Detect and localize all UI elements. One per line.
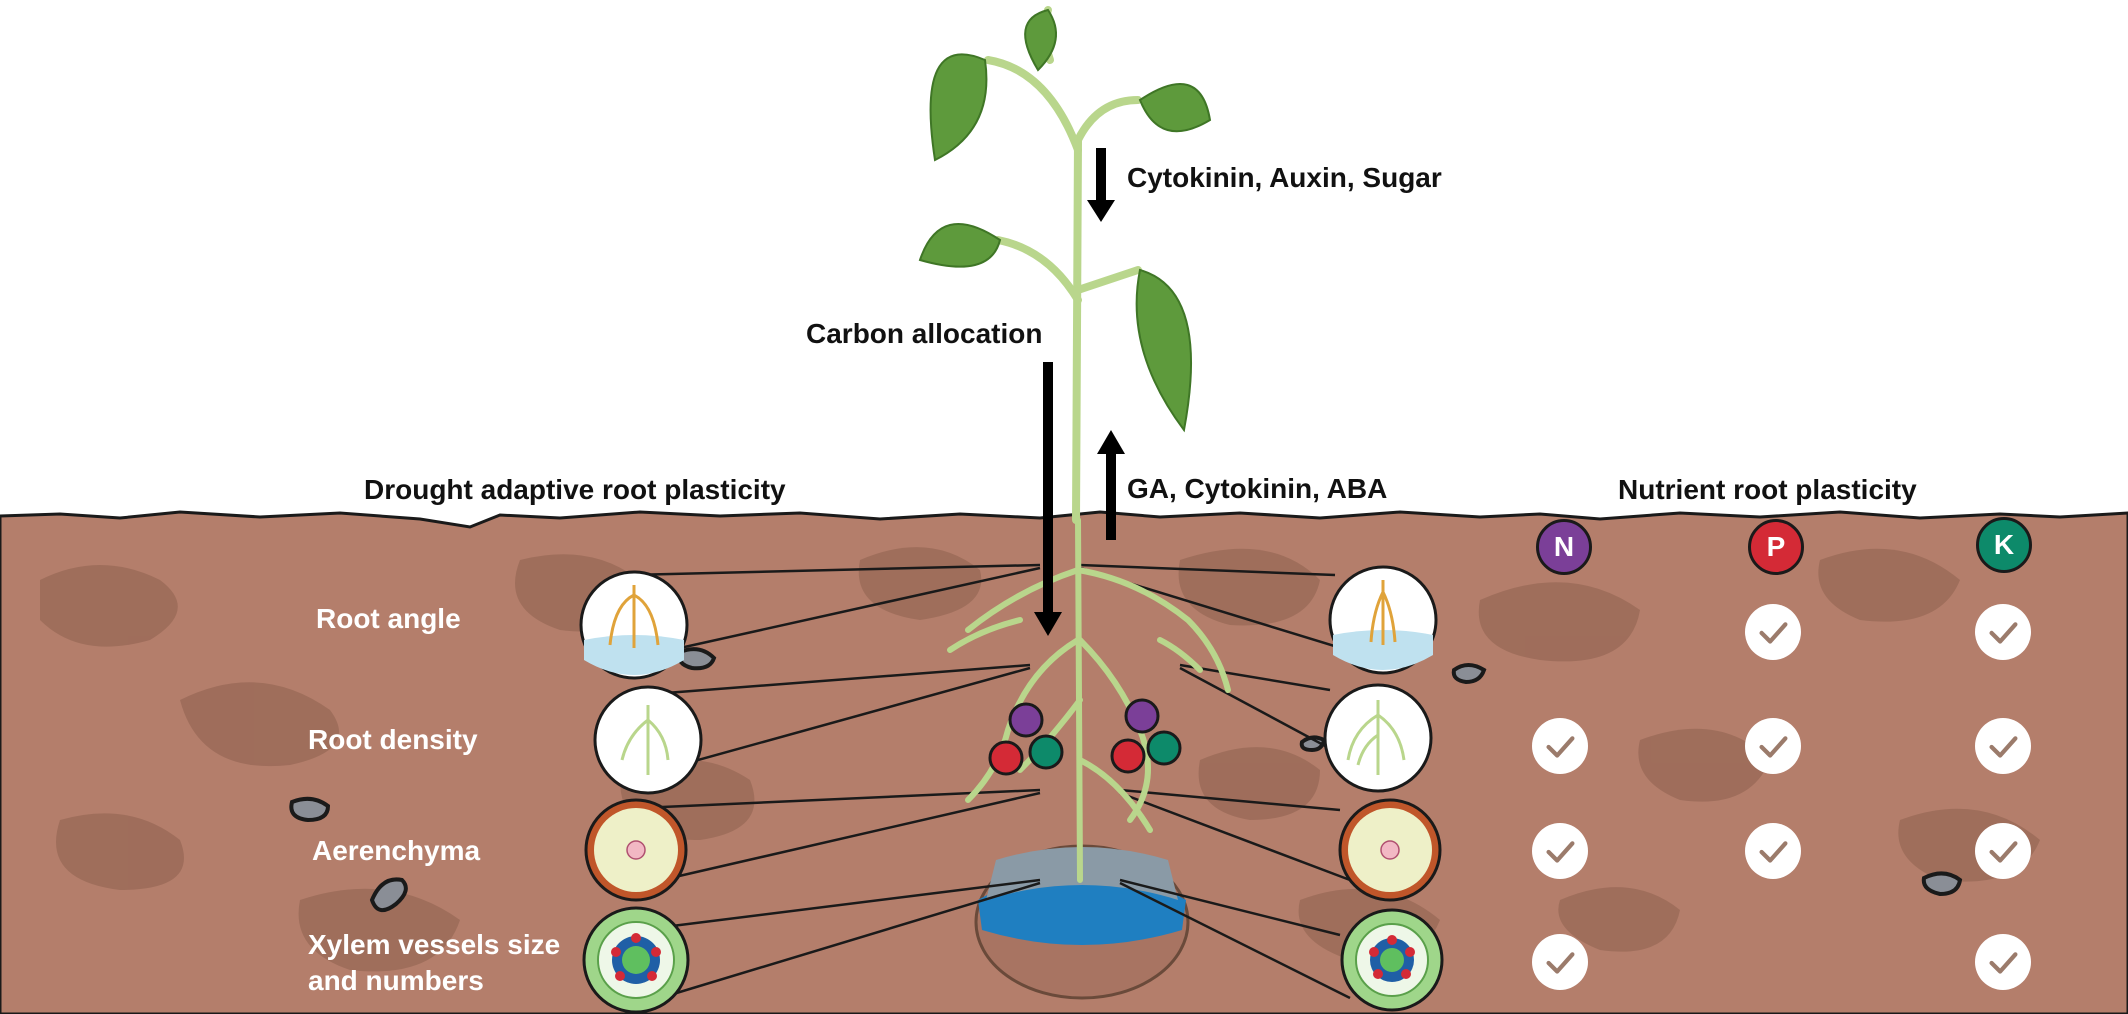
label-xylem-line2: and numbers bbox=[308, 965, 484, 996]
check-n-row-2-icon bbox=[1532, 718, 1588, 774]
label-xylem-line1: Xylem vessels size bbox=[308, 929, 561, 960]
nutrient-symbol-k: K bbox=[1993, 529, 2015, 560]
label-hormones-down: Cytokinin, Auxin, Sugar bbox=[1127, 162, 1442, 193]
inset-xylem-left bbox=[582, 906, 690, 1014]
check-n-row-4-icon bbox=[1532, 934, 1588, 990]
inset-root-angle-right bbox=[1328, 565, 1438, 675]
nutrient-symbol-n: N bbox=[1553, 531, 1575, 562]
inset-aerenchyma-right bbox=[1338, 798, 1442, 902]
check-p-row-3-icon bbox=[1745, 823, 1801, 879]
nutrient-balls bbox=[988, 698, 1182, 776]
pebbles bbox=[289, 647, 1963, 912]
label-root-angle: Root angle bbox=[316, 603, 461, 634]
label-drought-title: Drought adaptive root plasticity bbox=[364, 474, 786, 505]
label-hormones-up: GA, Cytokinin, ABA bbox=[1127, 473, 1388, 504]
check-k-row-1-icon bbox=[1975, 604, 2031, 660]
nutrient-badge-k: K bbox=[1976, 517, 2032, 573]
arrow-carbon-down bbox=[1034, 362, 1062, 636]
check-p-row-1-icon bbox=[1745, 604, 1801, 660]
label-nutrient-title: Nutrient root plasticity bbox=[1618, 474, 1917, 505]
inset-aerenchyma-left bbox=[584, 798, 688, 902]
arrow-hormones-up bbox=[1097, 430, 1125, 540]
check-k-row-2-icon bbox=[1975, 718, 2031, 774]
inset-root-angle-left bbox=[579, 570, 689, 680]
inset-xylem-right bbox=[1340, 908, 1444, 1012]
arrow-hormones-down bbox=[1087, 148, 1115, 222]
label-root-density: Root density bbox=[308, 724, 478, 755]
zoom-lines-right bbox=[1079, 563, 1381, 1000]
check-p-row-2-icon bbox=[1745, 718, 1801, 774]
check-k-row-3-icon bbox=[1975, 823, 2031, 879]
nutrient-badge-p: P bbox=[1748, 519, 1804, 575]
check-k-row-4-icon bbox=[1975, 934, 2031, 990]
inset-root-density-right bbox=[1323, 683, 1433, 793]
nutrient-symbol-p: P bbox=[1766, 531, 1786, 562]
zoom-lines-left bbox=[629, 563, 1041, 1000]
label-carbon-allocation: Carbon allocation bbox=[806, 318, 1043, 349]
nutrient-badge-n: N bbox=[1536, 519, 1592, 575]
check-n-row-3-icon bbox=[1532, 823, 1588, 879]
inset-root-density-left bbox=[593, 685, 703, 795]
label-aerenchyma: Aerenchyma bbox=[312, 835, 481, 866]
plant-leaves bbox=[918, 8, 1212, 433]
